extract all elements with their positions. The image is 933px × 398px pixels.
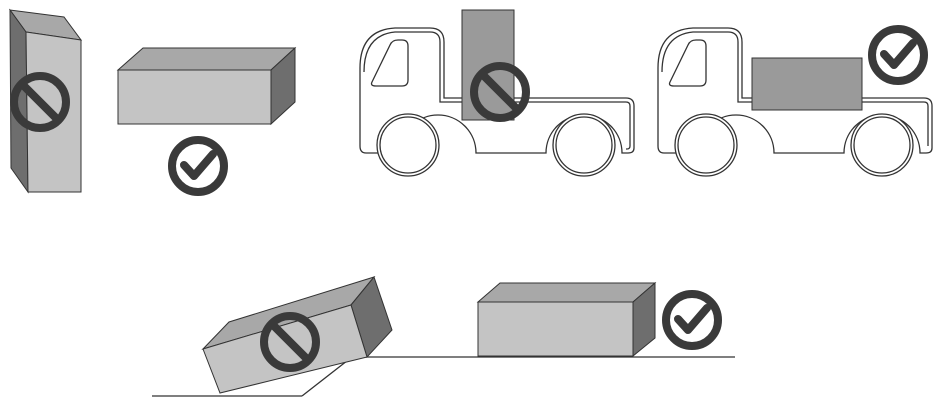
box-lying-flat [118,48,295,124]
panel-upright-vs-flat [10,10,295,192]
panel-ground-placement [152,277,735,396]
box-standing-upright [10,10,81,192]
checkmark-icon [872,29,924,81]
box-flat-on-level-ground [478,283,655,356]
box-lying-flat-on-truck-bed [752,58,862,110]
box-tilted-on-slope [203,277,392,393]
panel-truck-loading [360,10,932,176]
checkmark-icon [172,140,224,192]
checkmark-icon [666,294,718,346]
